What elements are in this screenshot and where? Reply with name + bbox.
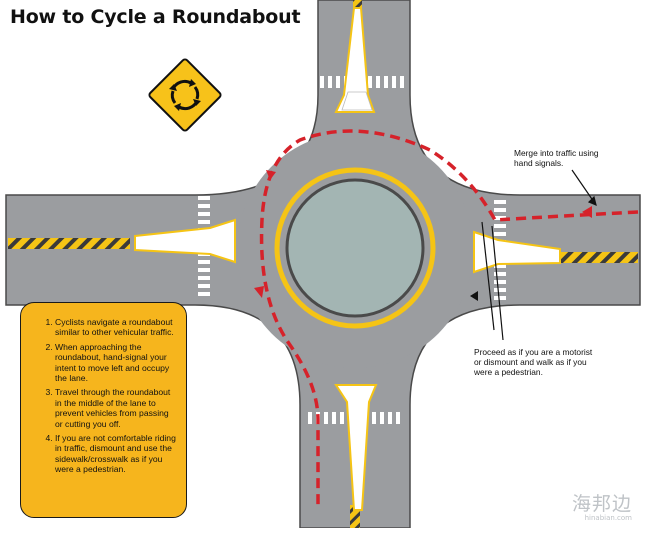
splitter-island-north-inner — [341, 91, 373, 111]
list-item: Travel through the roundabout in the mid… — [55, 387, 176, 429]
watermark-text: 海邦边 — [571, 493, 632, 515]
splitter-island-south — [334, 384, 378, 511]
splitter-island-north — [334, 7, 376, 113]
center-line-south — [350, 505, 360, 528]
center-line-east — [540, 252, 638, 263]
list-item: If you are not comfortable riding in tra… — [55, 433, 176, 475]
merge-callout: Merge into traffic using hand signals. — [514, 148, 599, 168]
steps-list: Cyclists navigate a roundabout similar t… — [21, 303, 186, 475]
watermark: 海邦边 hinabian.com — [572, 489, 632, 522]
roundabout-warning-sign-icon — [148, 58, 222, 132]
central-island — [285, 178, 425, 318]
page-title: How to Cycle a Roundabout — [10, 6, 301, 28]
list-item: Cyclists navigate a roundabout similar t… — [55, 317, 176, 338]
list-item: When approaching the roundabout, hand-si… — [55, 342, 176, 384]
splitter-island-west — [134, 218, 236, 264]
route-arrow-icon — [470, 291, 478, 301]
roundabout-yellow-line — [274, 167, 436, 329]
route-arrow-icon — [254, 170, 592, 298]
proceed-callout: Proceed as if you are a motorist or dism… — [474, 347, 593, 377]
center-line-west — [8, 238, 130, 249]
callout-pointer — [481, 169, 597, 341]
cyclist-route — [259, 129, 639, 505]
watermark-url: hinabian.com — [584, 514, 632, 522]
steps-panel: Cyclists navigate a roundabout similar t… — [20, 302, 187, 518]
